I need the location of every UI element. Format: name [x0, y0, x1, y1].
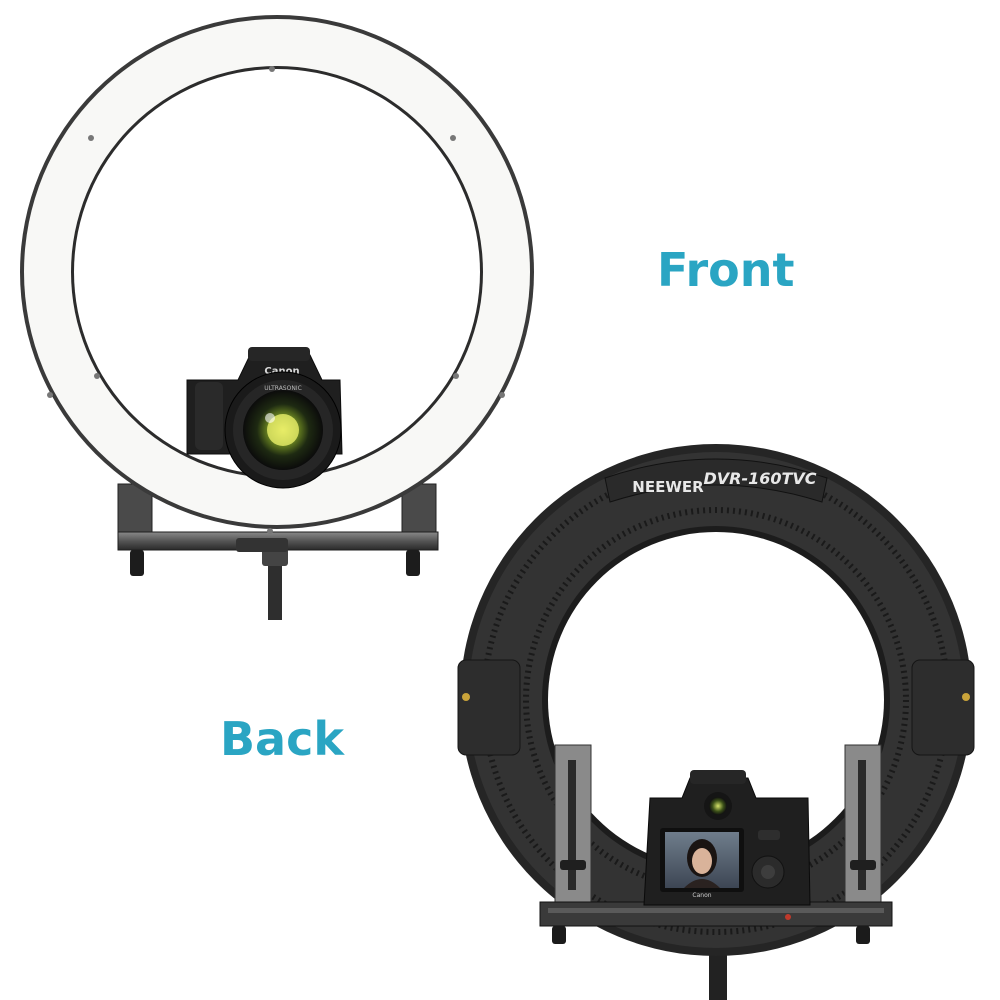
back-right-battery-slot	[911, 659, 975, 756]
back-ring-hole	[548, 532, 884, 868]
back-right-bracket	[844, 744, 882, 911]
front-camera-brand: Canon	[264, 366, 299, 377]
front-right-knob	[406, 550, 420, 576]
back-mount-bar	[539, 901, 893, 927]
back-indicator-led	[785, 914, 791, 920]
back-left-battery-slot	[457, 659, 521, 756]
back-left-knob	[552, 926, 566, 944]
back-label: Back	[220, 712, 344, 766]
back-brand-plate: NEEWER DVR-160TVC	[604, 458, 828, 503]
front-left-knob	[130, 550, 144, 576]
back-left-bracket	[554, 744, 592, 911]
back-mount-bar-rail	[548, 908, 884, 913]
front-label: Front	[657, 243, 795, 297]
back-model-name: DVR-160TVC	[703, 469, 816, 488]
back-ring-light: NEEWER DVR-160TVC	[457, 444, 975, 1000]
front-ring-hole	[74, 69, 480, 475]
back-right-knob	[856, 926, 870, 944]
back-brand-name: NEEWER	[632, 478, 704, 496]
back-ring-vents-inner	[523, 507, 909, 893]
front-ring-screws	[47, 66, 505, 534]
front-ring-light: Canon ULTRASONIC	[20, 15, 534, 620]
front-center-clamp	[236, 538, 288, 552]
front-lens-text: ULTRASONIC	[264, 385, 302, 392]
front-camera: Canon ULTRASONIC	[186, 347, 343, 489]
back-camera: Canon	[643, 770, 811, 906]
front-pole-clamp	[262, 548, 288, 566]
back-camera-brand: Canon	[692, 892, 711, 899]
